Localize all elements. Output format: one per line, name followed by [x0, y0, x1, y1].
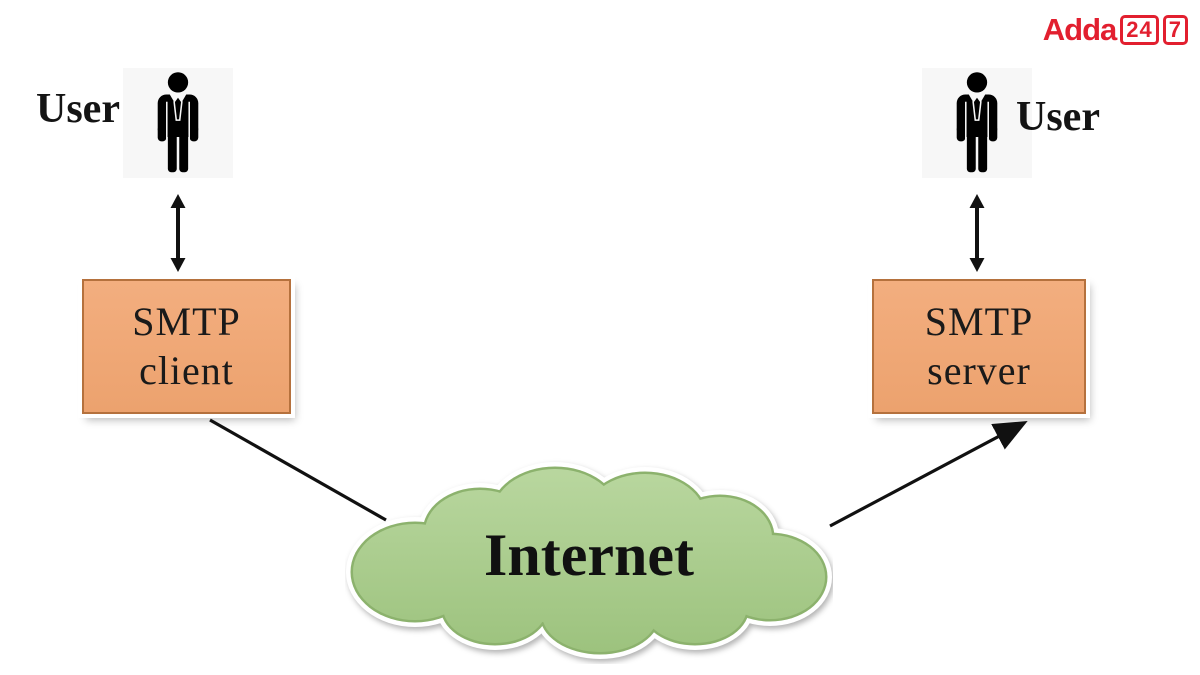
right-user-label: User: [1016, 94, 1100, 140]
brand-text: Adda: [1042, 12, 1117, 47]
cloud-label: Internet: [484, 521, 694, 588]
person-icon: [157, 72, 199, 173]
smtp-server-box: SMTP server: [872, 279, 1086, 414]
smtp-client-line1: SMTP: [132, 298, 241, 344]
smtp-client-line2: client: [139, 347, 234, 393]
left-user-label: User: [36, 86, 120, 132]
brand-digit-box-24: 24: [1120, 14, 1159, 45]
right-user-person-icon: [922, 68, 1032, 178]
right-user-server-double-arrow-icon: [969, 194, 985, 272]
internet-to-server-arrow: [829, 420, 1028, 528]
brand-logo: Adda 24 7: [1043, 14, 1188, 45]
left-user-person-icon: [123, 68, 233, 178]
internet-cloud: Internet: [345, 452, 833, 664]
cloud-shape: [346, 462, 832, 659]
brand-digit-box-7: 7: [1162, 14, 1188, 45]
smtp-server-line2: server: [927, 347, 1031, 393]
smtp-client-box: SMTP client: [82, 279, 291, 414]
smtp-server-line1: SMTP: [924, 298, 1034, 344]
left-user-client-double-arrow-icon: [170, 194, 186, 272]
person-icon: [956, 72, 998, 173]
